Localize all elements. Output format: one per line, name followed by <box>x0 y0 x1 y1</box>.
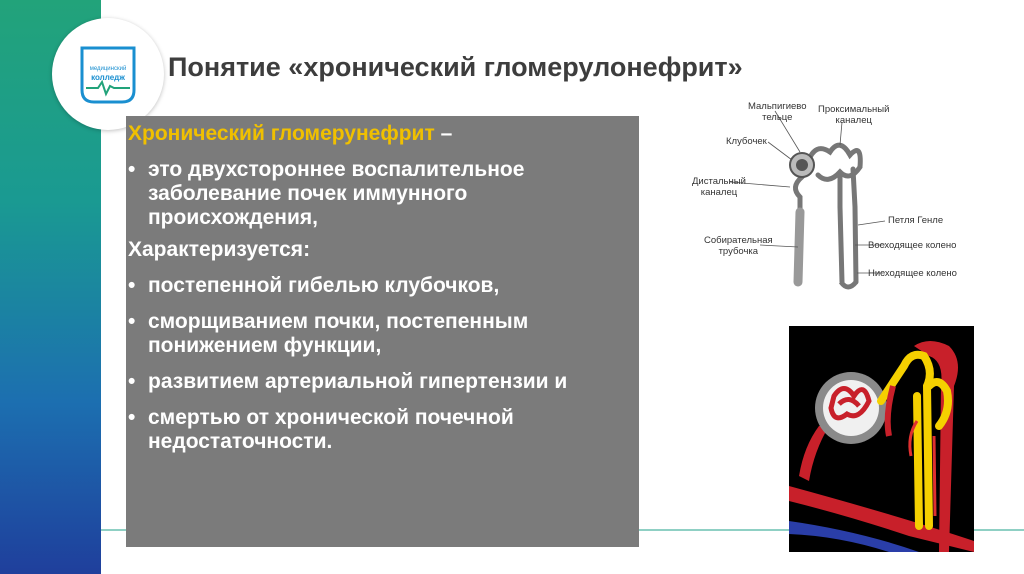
bullet-glomeruli: • постепенной гибелью клубочков, <box>128 274 636 298</box>
bullet-hypertension: • развитием артериальной гипертензии и <box>128 370 636 394</box>
label-malpighian: Мальпигиево тельце <box>748 101 807 123</box>
label-henle: Петля Генле <box>888 215 944 226</box>
characterized-label: Характеризуется: <box>128 238 311 261</box>
heart-pulse-logo-icon: медицинский колледж <box>80 46 136 104</box>
bullet-definition: • это двухстороннее воспалительное заболе… <box>128 158 636 230</box>
slide-title: Понятие «хронический гломерулонефрит» <box>168 52 743 82</box>
bullet-dot: • <box>128 406 136 429</box>
bullet-text: постепенной гибелью клубочков, <box>148 274 500 297</box>
bullet-dot: • <box>128 310 136 333</box>
logo-text-2: колледж <box>91 73 125 82</box>
bullet-text: смертью от хронической почечной недостат… <box>148 406 514 453</box>
bullet-dot: • <box>128 158 136 181</box>
bullet-text: это двухстороннее воспалительное заболев… <box>148 158 525 229</box>
heading-dash: – <box>434 122 453 145</box>
bullet-dot: • <box>128 274 136 297</box>
label-ascending: Восходящее колено <box>868 240 957 251</box>
panel-heading: Хронический гломерунефрит – <box>128 122 636 146</box>
label-glomerulus: Клубочек <box>726 136 767 147</box>
bullet-death: • смертью от хронической почечной недоста… <box>128 406 636 454</box>
heading-text: Хронический гломерунефрит <box>128 122 435 145</box>
label-collecting: Собирательная трубочка <box>704 235 773 257</box>
bullet-text: сморщиванием почки, постепенным понижени… <box>148 310 529 357</box>
nephron-diagram: Мальпигиево тельце Проксимальный каналец… <box>690 97 970 297</box>
bullet-text: развитием артериальной гипертензии и <box>148 370 568 393</box>
bullet-dot: • <box>128 370 136 393</box>
nephron-drawing <box>729 110 886 290</box>
text-panel: Хронический гломерунефрит – • это двухсто… <box>126 116 639 547</box>
label-descending: Нисходящее колено <box>868 268 957 279</box>
nephron-color-drawing <box>789 326 974 552</box>
label-proximal: Проксимальный каналец <box>818 104 890 126</box>
label-distal: Дистальный каналец <box>692 176 746 198</box>
college-logo: медицинский колледж <box>52 18 164 130</box>
bullet-shrinking: • сморщиванием почки, постепенным понижен… <box>128 310 636 358</box>
nephron-color-illustration <box>789 326 974 552</box>
logo-text-1: медицинский <box>90 65 127 72</box>
